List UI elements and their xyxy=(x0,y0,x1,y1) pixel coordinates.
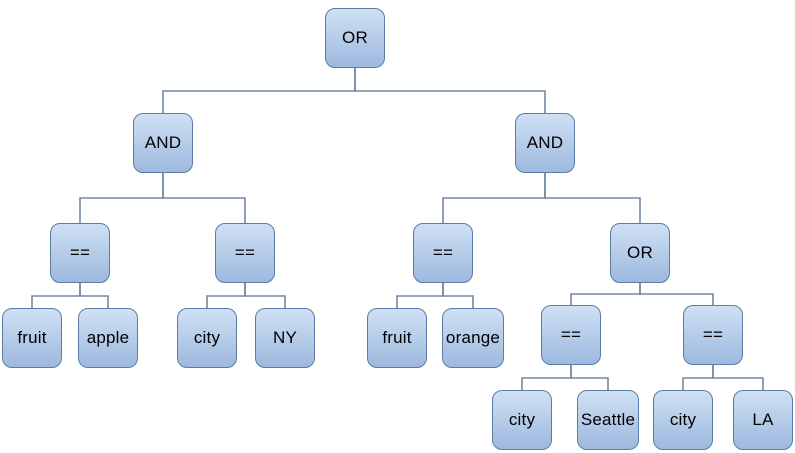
connector-eq_fruit_apple-to-apple xyxy=(79,283,109,308)
connector-and_right-to-eq_fruit_orange xyxy=(442,173,546,223)
tree-node-and_left: AND xyxy=(133,113,193,173)
connector-eq_fruit_apple-to-fruit_1 xyxy=(31,283,81,308)
connector-and_right-to-or_right xyxy=(544,173,641,223)
tree-node-city_2: city xyxy=(492,390,552,450)
tree-node-or_right: OR xyxy=(610,223,670,283)
tree-node-city_3: city xyxy=(653,390,713,450)
connector-eq_city_la-to-city_3 xyxy=(682,365,714,390)
connector-or_root-to-and_right xyxy=(354,68,546,113)
tree-node-seattle: Seattle xyxy=(577,390,639,450)
tree-node-fruit_1: fruit xyxy=(2,308,62,368)
tree-node-ny: NY xyxy=(255,308,315,368)
tree-node-and_right: AND xyxy=(515,113,575,173)
connector-eq_city_seattle-to-seattle xyxy=(570,365,609,390)
connector-and_left-to-eq_city_ny xyxy=(162,173,246,223)
tree-node-eq_fruit_orange: == xyxy=(413,223,473,283)
tree-node-city_1: city xyxy=(177,308,237,368)
connector-eq_city_ny-to-city_1 xyxy=(206,283,246,308)
tree-node-eq_city_la: == xyxy=(683,305,743,365)
connector-eq_city_la-to-la xyxy=(712,365,764,390)
connector-eq_fruit_orange-to-orange xyxy=(442,283,474,308)
connector-or_root-to-and_left xyxy=(162,68,356,113)
connector-or_right-to-eq_city_seattle xyxy=(570,283,641,305)
connector-or_right-to-eq_city_la xyxy=(639,283,714,305)
tree-node-orange: orange xyxy=(442,308,504,368)
connector-eq_fruit_orange-to-fruit_2 xyxy=(396,283,444,308)
tree-node-apple: apple xyxy=(78,308,138,368)
connector-eq_city_seattle-to-city_2 xyxy=(521,365,572,390)
connector-eq_city_ny-to-ny xyxy=(244,283,286,308)
tree-node-or_root: OR xyxy=(325,8,385,68)
tree-node-eq_fruit_apple: == xyxy=(50,223,110,283)
tree-node-eq_city_ny: == xyxy=(215,223,275,283)
tree-node-fruit_2: fruit xyxy=(367,308,427,368)
connector-and_left-to-eq_fruit_apple xyxy=(79,173,164,223)
tree-node-la: LA xyxy=(733,390,793,450)
tree-node-eq_city_seattle: == xyxy=(541,305,601,365)
